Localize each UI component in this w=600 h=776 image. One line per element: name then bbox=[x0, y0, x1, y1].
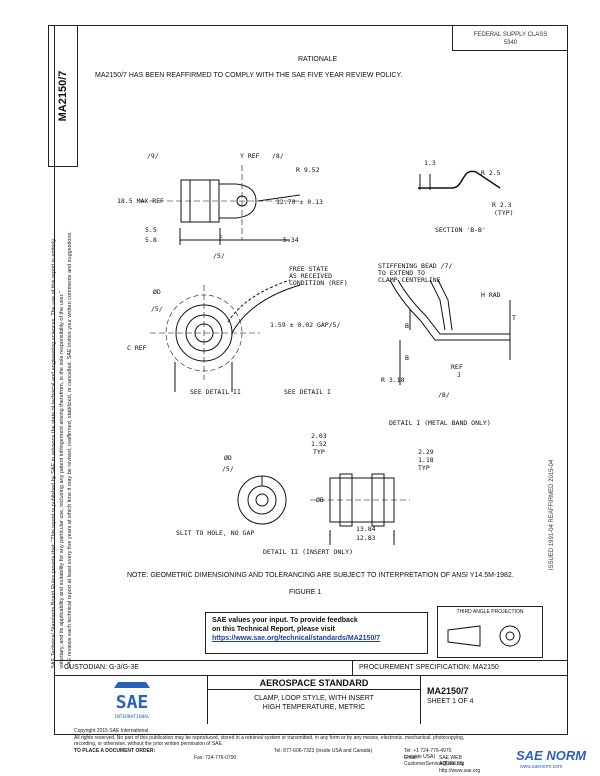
copyright: Copyright 2015 SAE International bbox=[74, 728, 149, 734]
lbl: 1.18 bbox=[418, 456, 434, 464]
lbl: SEE DETAIL I bbox=[284, 388, 331, 396]
lbl: 12.83 bbox=[356, 534, 376, 542]
sheet-number: SHEET 1 OF 4 bbox=[427, 698, 474, 705]
lbl: B bbox=[405, 354, 409, 362]
lbl: SEE DETAIL II bbox=[190, 388, 241, 396]
lbl: 12.70 ± 0.13 bbox=[276, 198, 323, 206]
standard-subtitle: CLAMP, LOOP STYLE, WITH INSERT HIGH TEMP… bbox=[208, 694, 420, 712]
classification-box: FEDERAL SUPPLY CLASS 5340 bbox=[452, 25, 568, 51]
drawing-frame bbox=[54, 25, 568, 735]
lbl: T bbox=[512, 314, 516, 322]
lbl: 5.8 bbox=[145, 236, 157, 244]
watermark-brand: SAE NORM bbox=[516, 748, 587, 763]
feedback-link[interactable]: https://www.sae.org/technical/standards/… bbox=[212, 635, 381, 642]
lbl: H RAD bbox=[481, 291, 501, 299]
info-row: CUSTODIAN: G-3/G-3E PROCUREMENT SPECIFIC… bbox=[54, 660, 568, 676]
lbl: ØD bbox=[153, 288, 161, 296]
lbl: 5.34 bbox=[283, 236, 299, 244]
lbl: TO EXTEND TO bbox=[378, 269, 425, 277]
band-tab bbox=[219, 183, 257, 219]
fax: Fax: 724-776-0790 bbox=[194, 754, 237, 761]
lbl: /5/ bbox=[213, 252, 225, 260]
lbl: 2.29 bbox=[418, 448, 434, 456]
procurement-spec: PROCUREMENT SPECIFICATION: MA2150 bbox=[359, 664, 499, 671]
lbl: 2.03 bbox=[311, 432, 327, 440]
third-angle-label: THIRD ANGLE PROJECTION bbox=[456, 609, 524, 615]
standard-title: AEROSPACE STANDARD bbox=[208, 676, 420, 690]
lbl: /8/ bbox=[272, 152, 284, 160]
class-line1: FEDERAL SUPPLY CLASS bbox=[473, 32, 548, 38]
footer: Copyright 2015 SAE International All rig… bbox=[74, 728, 480, 774]
feedback-box: SAE values your input. To provide feedba… bbox=[205, 612, 428, 654]
sae-logo: SAE INTERNATIONAL bbox=[114, 682, 150, 720]
lbl: DETAIL I (METAL BAND ONLY) bbox=[389, 419, 491, 427]
lbl: ØB bbox=[316, 496, 324, 504]
lbl: TYP bbox=[313, 448, 325, 456]
lbl: CONDITION (REF) bbox=[289, 279, 348, 287]
standard-sub1: CLAMP, LOOP STYLE, WITH INSERT bbox=[254, 695, 374, 702]
watermark-url: www.saenorm.com bbox=[520, 764, 563, 770]
reaffirmation-text: MA2150/7 HAS BEEN REAFFIRMED TO COMPLY W… bbox=[95, 72, 403, 79]
figure-caption: FIGURE 1 bbox=[289, 589, 322, 596]
lbl: C REF bbox=[127, 344, 147, 352]
lbl: FREE STATE bbox=[289, 265, 328, 273]
gdt-note: NOTE: GEOMETRIC DIMENSIONING AND TOLERAN… bbox=[127, 572, 514, 579]
order-label: TO PLACE A DOCUMENT ORDER: bbox=[74, 747, 156, 754]
lbl: 18.5 MAX REF bbox=[117, 197, 164, 205]
lbl: R 3.18 bbox=[381, 376, 405, 384]
tel2: Tel: +1 724-776-4970 (outside USA) bbox=[404, 747, 452, 761]
lbl: STIFFENING BEAD /7/ bbox=[378, 262, 452, 270]
logo-cell: SAE INTERNATIONAL bbox=[54, 676, 208, 724]
lbl: R 9.52 bbox=[296, 166, 320, 174]
custodian: CUSTODIAN: G-3/G-3E bbox=[64, 664, 139, 671]
lbl: SECTION 'B-B' bbox=[435, 226, 486, 234]
tel1: Tel: 877-606-7323 (inside USA and Canada… bbox=[274, 747, 373, 754]
divider bbox=[352, 661, 353, 675]
email: Email: CustomerService@sae.org bbox=[404, 754, 465, 768]
lbl: REF bbox=[451, 363, 463, 371]
web-address[interactable]: SAE WEB ADDRESS: http://www.sae.org bbox=[439, 754, 481, 774]
lbl: 1.52 bbox=[311, 440, 327, 448]
feedback-line2: on this Technical Report, please visit bbox=[212, 626, 335, 633]
lbl: ØD bbox=[224, 454, 232, 462]
third-angle-projection: THIRD ANGLE PROJECTION bbox=[437, 606, 543, 658]
lbl: CLAMP CENTERLINE bbox=[378, 276, 441, 284]
lbl: J bbox=[457, 371, 461, 379]
lbl: TYP bbox=[418, 464, 430, 472]
lbl: /5/ bbox=[151, 305, 163, 313]
lbl: 1.3 bbox=[424, 159, 436, 167]
lbl: AS RECEIVED bbox=[289, 272, 332, 280]
lbl: R 2.3 bbox=[492, 201, 512, 209]
lbl: /9/ bbox=[147, 152, 159, 160]
rationale-heading: RATIONALE bbox=[298, 56, 338, 63]
standard-title-cell: AEROSPACE STANDARD CLAMP, LOOP STYLE, WI… bbox=[208, 676, 421, 724]
feedback-line1: SAE values your input. To provide feedba… bbox=[212, 617, 358, 624]
lbl: B bbox=[405, 322, 409, 330]
lbl: R 2.5 bbox=[481, 169, 501, 177]
lbl: 1.59 ± 0.02 GAP/5/ bbox=[270, 321, 341, 329]
logo-sub: INTERNATIONAL bbox=[114, 714, 150, 720]
rights: All rights reserved. No part of this pub… bbox=[74, 734, 465, 741]
class-line2: 5340 bbox=[503, 40, 518, 46]
lbl: SLIT TO HOLE, NO GAP bbox=[176, 529, 254, 537]
lbl: E bbox=[219, 234, 223, 242]
lbl: /5/ bbox=[222, 465, 234, 473]
standard-sub2: HIGH TEMPERATURE, METRIC bbox=[262, 704, 366, 711]
lbl: (TYP) bbox=[494, 209, 514, 217]
lbl: 13.84 bbox=[356, 525, 376, 533]
lbl: DETAIL II (INSERT ONLY) bbox=[263, 548, 353, 556]
lbl: 5.5 bbox=[145, 226, 157, 234]
doc-number-cell: MA2150/7 SHEET 1 OF 4 bbox=[421, 676, 568, 724]
rights2: recording, or otherwise, without the pri… bbox=[74, 741, 224, 747]
lbl: Y REF bbox=[240, 152, 260, 160]
doc-number: MA2150/7 bbox=[427, 686, 469, 696]
lbl: /8/ bbox=[438, 391, 450, 399]
logo-text: SAE bbox=[116, 692, 149, 713]
